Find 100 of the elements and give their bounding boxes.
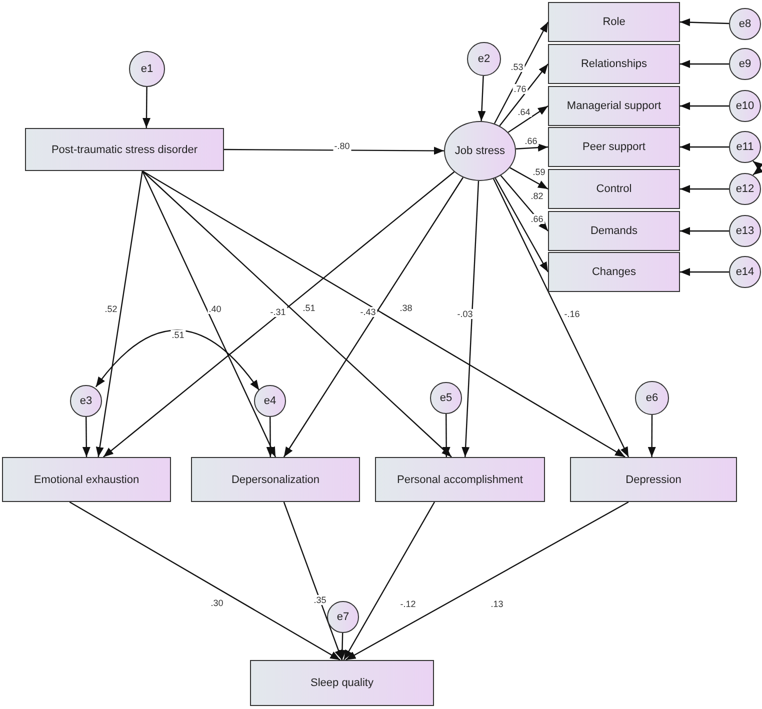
edge-label: -.16 bbox=[563, 309, 581, 319]
edge-label: -.43 bbox=[359, 307, 377, 317]
edge-label: .76 bbox=[512, 84, 528, 94]
arrow bbox=[680, 143, 729, 151]
node-label: Personal accomplishment bbox=[397, 474, 523, 486]
node-label: Depression bbox=[626, 474, 682, 486]
error-term-circle bbox=[729, 90, 761, 122]
edge-label: .66 bbox=[524, 136, 538, 146]
arrow bbox=[492, 178, 630, 458]
error-term-circle bbox=[70, 385, 102, 417]
variable-box bbox=[548, 252, 680, 292]
arrow bbox=[494, 22, 549, 124]
edge-label: .52 bbox=[104, 304, 118, 314]
arrow bbox=[96, 170, 143, 458]
node-label: Relationships bbox=[580, 58, 648, 70]
node-label: e11 bbox=[736, 141, 754, 153]
arrow bbox=[142, 87, 150, 128]
edge-label: .13 bbox=[490, 599, 504, 609]
variable-box bbox=[548, 86, 680, 126]
edge-label: -.31 bbox=[269, 307, 287, 317]
arrow bbox=[142, 170, 626, 458]
arrow bbox=[510, 167, 548, 190]
error-term-circle bbox=[467, 42, 501, 76]
node-label: e14 bbox=[736, 266, 754, 278]
edge-label: .66 bbox=[530, 214, 544, 224]
arrow bbox=[82, 417, 90, 457]
edge-label: .82 bbox=[530, 191, 544, 201]
node-label: e9 bbox=[738, 58, 752, 70]
arrow bbox=[499, 64, 548, 126]
edge-label: .30 bbox=[210, 598, 224, 608]
variable-box bbox=[548, 211, 680, 251]
arrow bbox=[69, 501, 340, 661]
node-label: Changes bbox=[592, 266, 636, 278]
node-label: e5 bbox=[440, 392, 452, 404]
arrow bbox=[283, 502, 343, 660]
node-label: Control bbox=[596, 183, 632, 195]
arrow bbox=[283, 177, 464, 458]
node-label: Managerial support bbox=[566, 100, 662, 112]
variable-box bbox=[570, 457, 737, 502]
node-label: e4 bbox=[264, 395, 276, 407]
variable-box bbox=[548, 169, 680, 209]
edge-label: .51 bbox=[170, 330, 186, 340]
error-term-circle bbox=[635, 381, 669, 415]
error-term-circle bbox=[729, 173, 761, 205]
error-term-circle bbox=[129, 51, 165, 87]
variable-box bbox=[375, 457, 545, 502]
node-label: e3 bbox=[80, 395, 92, 407]
arrow bbox=[500, 175, 548, 232]
node-label: Job stress bbox=[454, 145, 506, 157]
node-label: Peer support bbox=[582, 141, 646, 153]
node-label: Emotional exhaustion bbox=[34, 474, 140, 486]
arrow bbox=[462, 180, 480, 458]
node-label: Post-traumatic stress disorder bbox=[51, 144, 198, 156]
node-label: e1 bbox=[140, 63, 154, 75]
node-label: Depersonalization bbox=[231, 474, 320, 486]
arrow bbox=[338, 632, 346, 660]
node-label: e13 bbox=[736, 225, 754, 237]
variable-box bbox=[548, 44, 680, 84]
edge-label: .53 bbox=[510, 62, 524, 72]
node-label: Demands bbox=[590, 225, 638, 237]
arrow bbox=[142, 170, 276, 458]
edge-label: .64 bbox=[516, 107, 532, 117]
node-label: Role bbox=[602, 16, 626, 28]
edge-label: .59 bbox=[532, 167, 546, 177]
arrow bbox=[680, 185, 729, 193]
edge-label: .38 bbox=[398, 303, 414, 313]
node-label: e12 bbox=[736, 183, 754, 195]
error-term-circle bbox=[729, 131, 761, 163]
variable-box bbox=[2, 457, 171, 502]
edge-label: -.80 bbox=[333, 141, 351, 151]
arrow bbox=[648, 415, 656, 457]
edge-label: .40 bbox=[208, 304, 222, 314]
edge-label: -.12 bbox=[399, 599, 417, 609]
double-headed-arrow bbox=[752, 160, 762, 176]
node-label: e6 bbox=[646, 392, 658, 404]
arrow bbox=[680, 227, 729, 235]
arrow bbox=[494, 178, 549, 272]
variable-box bbox=[25, 128, 224, 171]
error-term-circle bbox=[430, 382, 462, 414]
error-term-circle bbox=[254, 385, 286, 417]
arrow bbox=[224, 146, 444, 155]
variable-box bbox=[548, 2, 680, 42]
node-label: e2 bbox=[478, 53, 490, 65]
arrow bbox=[680, 102, 729, 110]
edge-label: .35 bbox=[312, 595, 328, 605]
error-term-circle bbox=[729, 8, 761, 40]
arrow bbox=[680, 18, 730, 26]
edge-label: .51 bbox=[302, 303, 316, 313]
edge-label: -.03 bbox=[456, 309, 474, 319]
error-term-circle bbox=[327, 601, 359, 633]
node-label: e7 bbox=[336, 611, 350, 623]
error-term-circle bbox=[729, 48, 761, 80]
variable-box bbox=[191, 457, 360, 502]
error-term-circle bbox=[729, 256, 761, 288]
node-label: Sleep quality bbox=[310, 677, 374, 689]
error-term-circle bbox=[729, 215, 761, 247]
arrow bbox=[680, 60, 729, 68]
double-headed-arrow bbox=[95, 330, 260, 390]
variable-box bbox=[548, 127, 680, 167]
node-label: e10 bbox=[736, 100, 754, 112]
